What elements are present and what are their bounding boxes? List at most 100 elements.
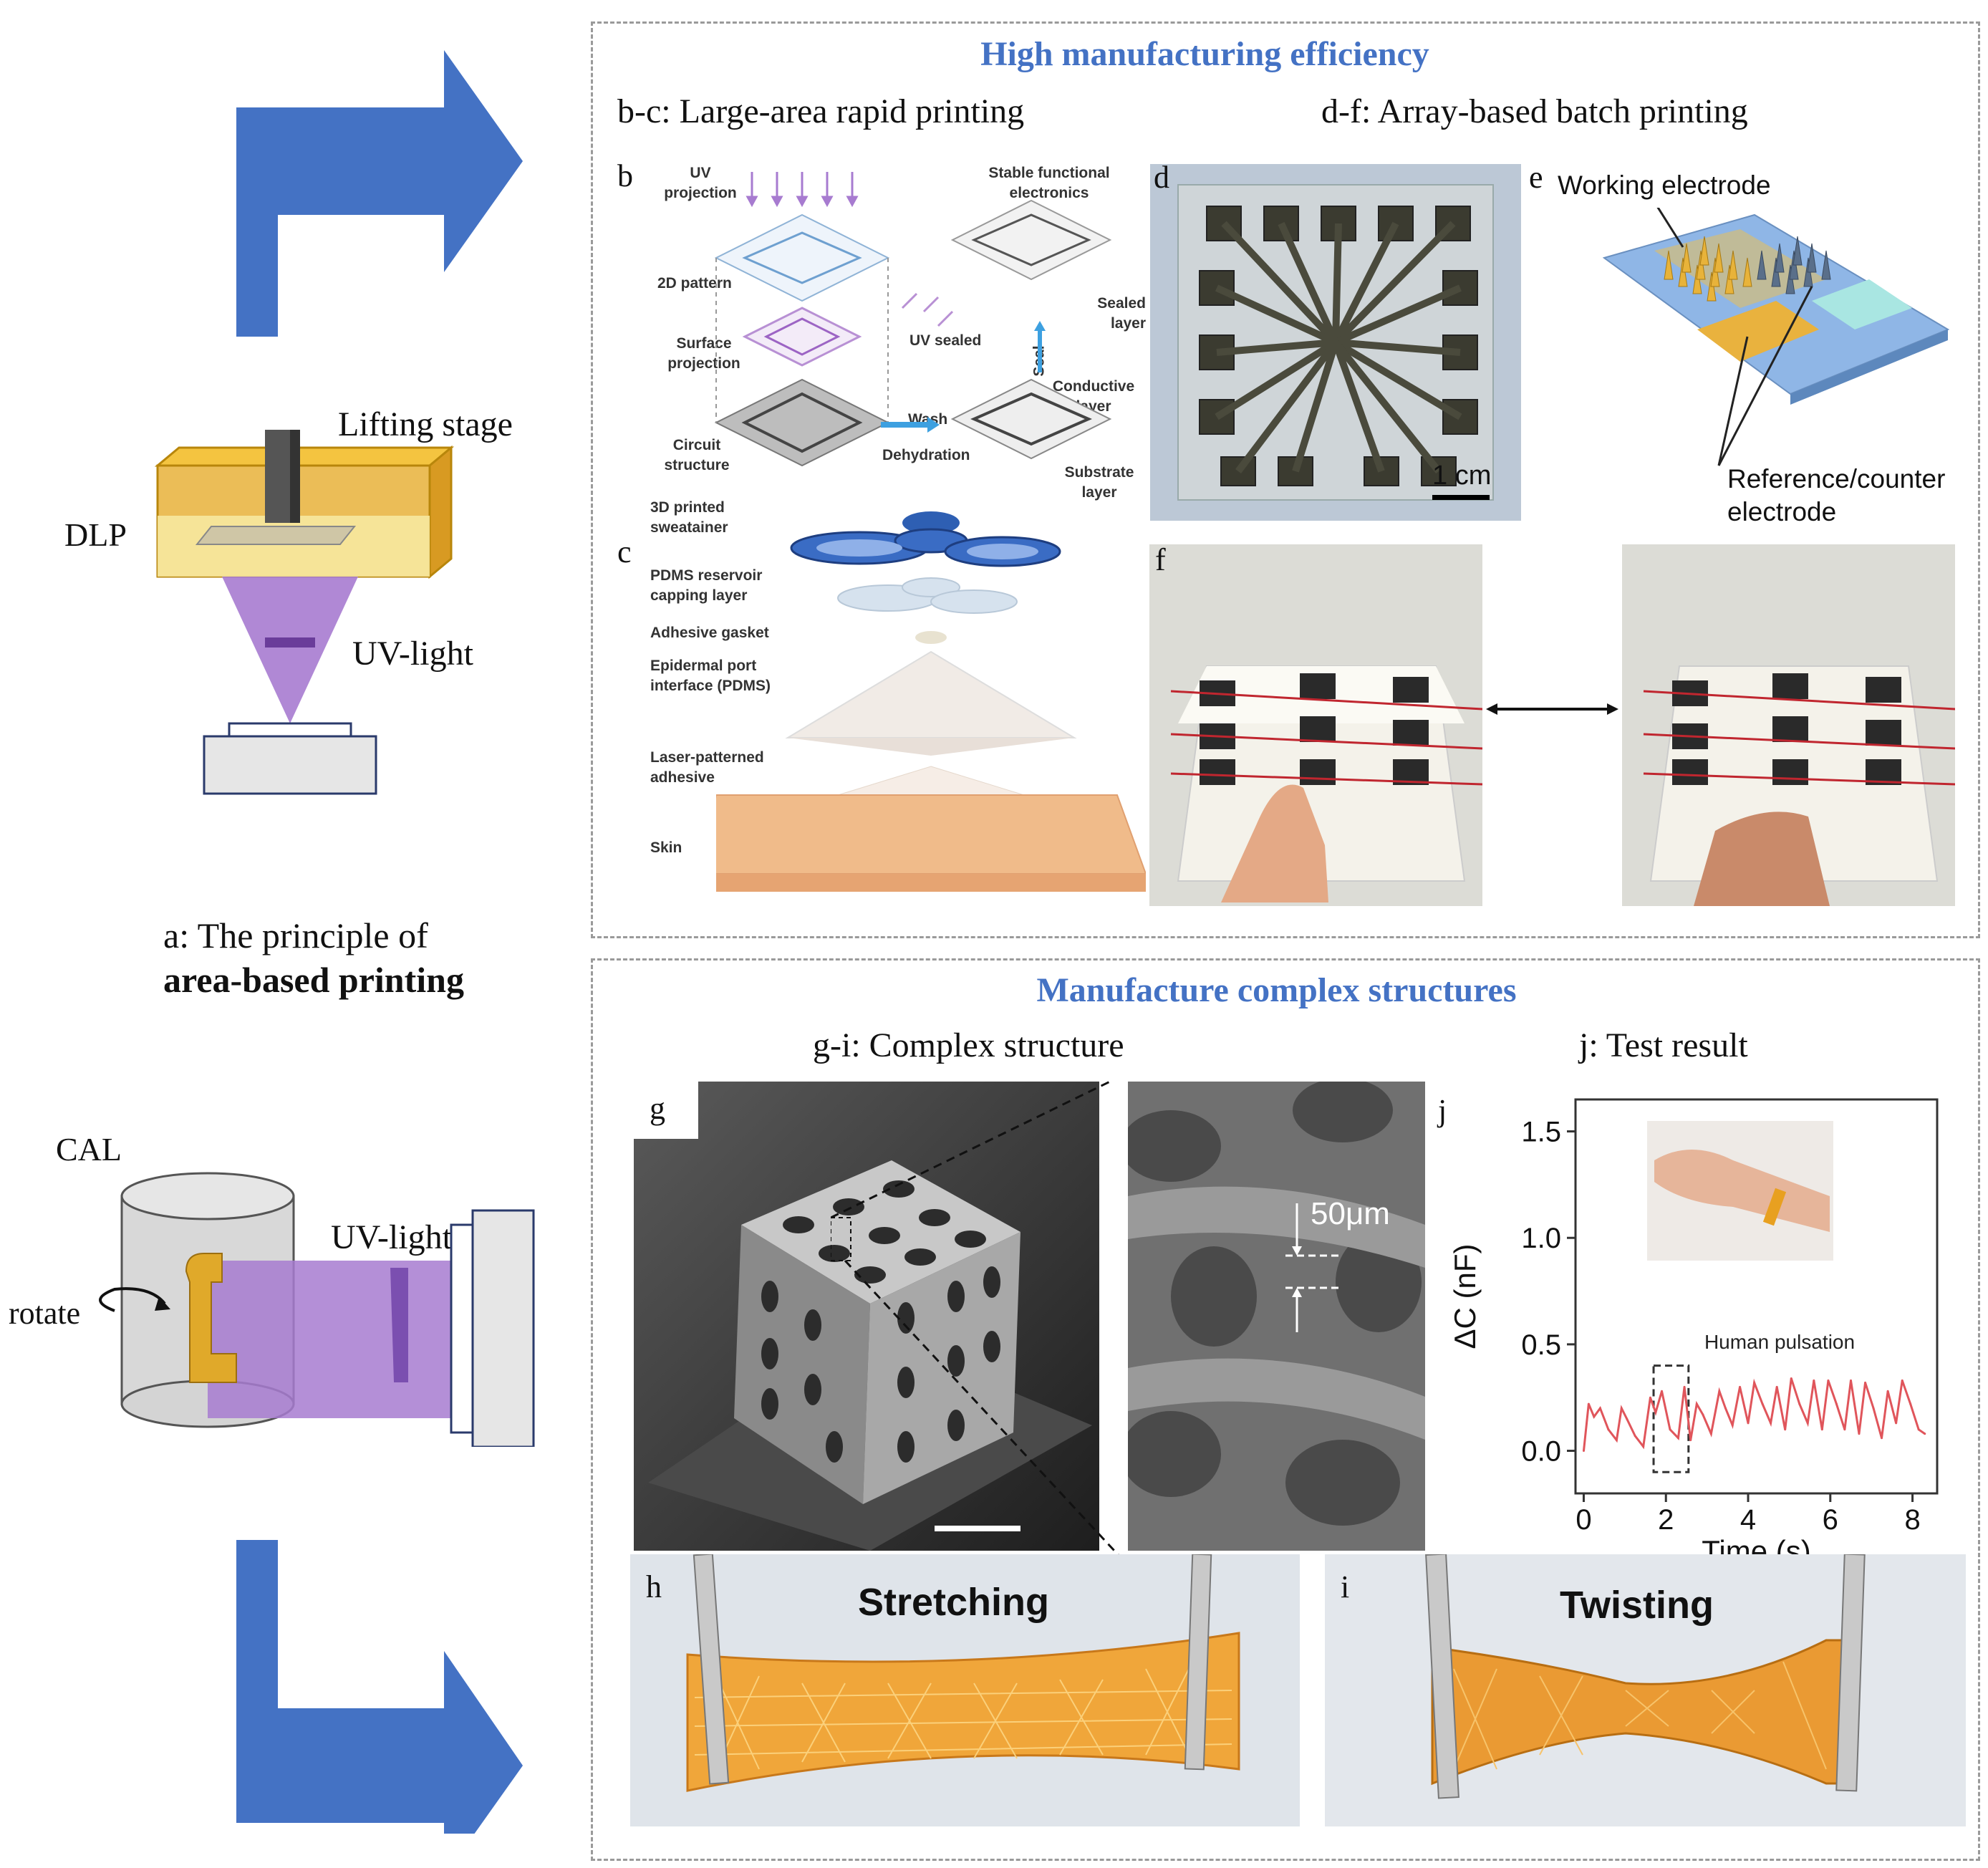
pulsation-data-point <box>1909 1402 1912 1405</box>
plot-frame <box>1574 1098 1939 1495</box>
y-tick-label: 0.0 <box>1521 1436 1561 1468</box>
pulsation-data-point <box>1654 1411 1657 1414</box>
panel-g-scale-bar <box>935 1526 1020 1531</box>
sweatainer <box>790 511 1061 567</box>
c-epidermal-port: Epidermal port interface (PDMS) <box>650 658 771 694</box>
pulsation-data-point <box>1620 1407 1623 1410</box>
pulsation-data-point <box>1598 1407 1601 1410</box>
working-needles <box>1664 236 1752 302</box>
pulsation-data-point <box>1784 1428 1787 1431</box>
pulsation-data-point <box>1634 1435 1636 1438</box>
b-dehydration: Dehydration <box>882 447 970 463</box>
pulsation-data-point <box>1683 1385 1686 1388</box>
twisting-lattice-image <box>1325 1554 1966 1826</box>
panel-j-subtitle: j: Test result <box>1579 1026 1748 1064</box>
e-working-electrode: Working electrode <box>1558 170 1771 200</box>
pulsation-data-point <box>1689 1439 1692 1442</box>
pulsation-data-point <box>1849 1379 1852 1382</box>
pulsation-data-point <box>1895 1422 1898 1425</box>
sensor-array-image <box>1149 163 1522 521</box>
zoom-connector-lines <box>831 1080 1126 1563</box>
panel-a-caption: a: The principle of area-based printing <box>163 913 464 1002</box>
inset-arm <box>1654 1150 1830 1232</box>
c-pdms-reservoir: PDMS reservoir capping layer <box>650 567 763 604</box>
dlp-printer-illustration <box>154 430 455 795</box>
pulsation-data-point <box>1843 1428 1846 1431</box>
inset-sensor <box>1762 1188 1787 1226</box>
pulsation-data-point <box>1582 1450 1585 1453</box>
pulsation-data-point <box>1702 1413 1704 1416</box>
human-pulsation-annotation: Human pulsation <box>1704 1331 1855 1353</box>
c-laser-adhesive: Laser-patterned adhesive <box>650 749 764 786</box>
highlight-box <box>1652 1364 1690 1473</box>
pulsation-data-point <box>1813 1379 1815 1382</box>
pulsation-data-point <box>1858 1433 1861 1435</box>
panel-i-label: Twisting <box>1560 1584 1714 1627</box>
top-section-title: High manufacturing efficiency <box>980 35 1429 73</box>
panel-f-double-arrow <box>1486 702 1618 716</box>
panel-b-letter: b <box>617 158 633 193</box>
uv-seal-arrows <box>901 292 954 327</box>
panel-f-letter: f <box>1155 544 1166 577</box>
pulsation-data-point <box>1642 1445 1645 1448</box>
bottom-section-title: Manufacture complex structures <box>1036 971 1517 1009</box>
pulsation-data-point <box>1753 1381 1756 1384</box>
panel-gi-subtitle: g-i: Complex structure <box>813 1026 1124 1064</box>
y-tick-label: 1.0 <box>1521 1223 1561 1254</box>
stretching-lattice-image <box>630 1554 1300 1826</box>
b-stable-electronics: Stable functional electronics <box>988 165 1110 201</box>
b-surface-projection: Surface projection <box>667 335 740 372</box>
pulsation-data-point <box>1649 1396 1651 1399</box>
pulsation-data-point <box>1747 1422 1750 1425</box>
pulsation-data-point <box>1770 1422 1772 1425</box>
pulsation-data-point <box>1761 1402 1764 1405</box>
panel-h-label: Stretching <box>858 1581 1050 1624</box>
pulsation-data-point <box>1731 1424 1734 1427</box>
rotate-label: rotate <box>9 1296 81 1331</box>
panel-g-zoom-image: 50μm <box>1128 1082 1425 1551</box>
panel-b-layer-diagram <box>714 172 1112 467</box>
y-tick-label: 1.5 <box>1521 1117 1561 1148</box>
panel-a-caption-line2: area-based printing <box>163 960 464 1000</box>
pulsation-data-point <box>1709 1433 1712 1435</box>
pulsation-data-point <box>1872 1407 1875 1410</box>
b-circuit-structure: Circuit structure <box>664 437 730 473</box>
b-substrate-layer: Substrate layer <box>1064 464 1134 501</box>
pulsation-data-point <box>1917 1428 1920 1431</box>
zoom-struts <box>1128 1186 1425 1440</box>
panel-c-exploded-view <box>716 511 1146 892</box>
panel-i-photo: i Twisting <box>1325 1554 1966 1826</box>
e-reference-counter: Reference/counter <box>1727 464 1946 494</box>
pulsation-data-point <box>1661 1390 1664 1392</box>
panel-g-sem-image: g <box>634 1082 1099 1551</box>
bent-hand-image <box>1622 544 1955 906</box>
dlp-label: DLP <box>64 516 127 553</box>
pulsation-data-point <box>1790 1377 1792 1380</box>
panel-h-photo: h Stretching <box>630 1554 1300 1826</box>
pulsation-data-point <box>1739 1385 1742 1388</box>
pulsation-data-point <box>1881 1437 1883 1440</box>
c-skin: Skin <box>650 839 682 856</box>
x-tick-label: 0 <box>1576 1504 1591 1536</box>
x-tick-label: 8 <box>1904 1504 1920 1536</box>
twisted-lattice-pattern <box>1453 1661 1827 1770</box>
pulsation-data-point <box>1593 1415 1596 1418</box>
reference-needles <box>1757 236 1831 294</box>
lifting-stage-label: Lifting stage <box>338 405 513 443</box>
panel-i-letter: i <box>1341 1569 1350 1604</box>
x-tick-label: 2 <box>1658 1504 1674 1536</box>
pulsation-data-point <box>1587 1402 1590 1405</box>
x-tick-label: 4 <box>1740 1504 1756 1536</box>
pulsation-data-point <box>1820 1428 1823 1431</box>
b-2d-pattern: 2D pattern <box>657 275 732 292</box>
c-sweatainer: 3D printed sweatainer <box>650 499 728 536</box>
cal-printer-illustration <box>99 1172 535 1447</box>
c-adhesive-gasket: Adhesive gasket <box>650 625 769 641</box>
panel-h-letter: h <box>646 1569 662 1604</box>
b-sealed-layer: Sealed layer <box>1097 295 1146 332</box>
panel-d-scale-label: 1 cm <box>1432 461 1492 491</box>
panel-d-letter: d <box>1154 163 1169 195</box>
b-uv-sealed: UV sealed <box>909 332 982 349</box>
bottom-flow-arrow <box>236 1540 523 1834</box>
